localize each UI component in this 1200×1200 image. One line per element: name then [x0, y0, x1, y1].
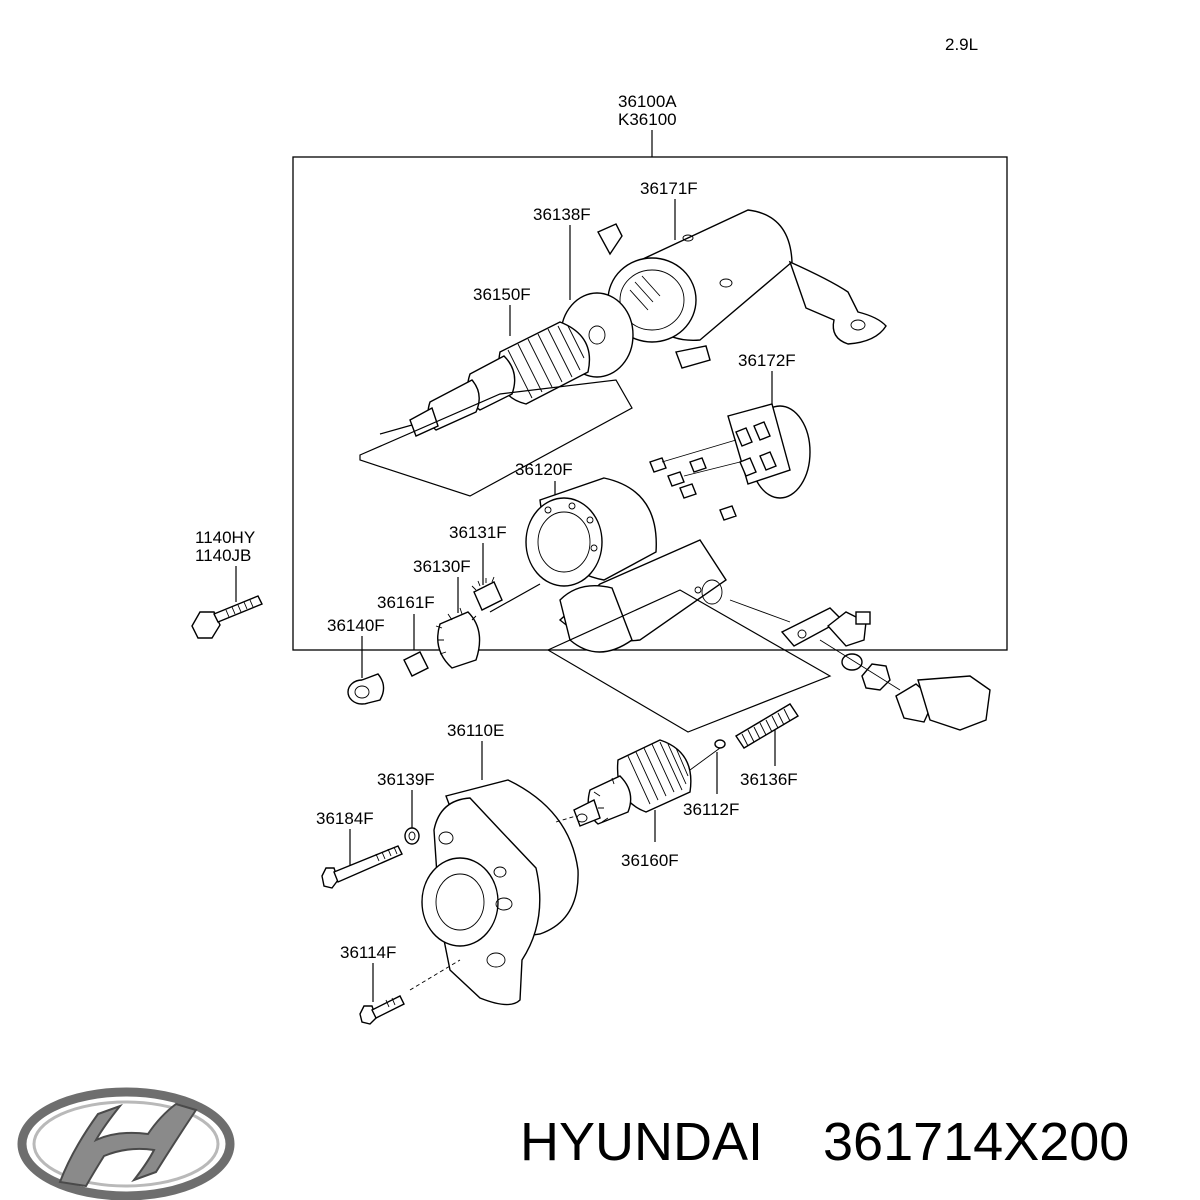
snap-ring-36112F: 36112F — [683, 739, 739, 819]
label-36161F: 36161F — [377, 593, 435, 612]
bolt-number-1: 1140HY — [195, 528, 255, 547]
spring-36136F: 36136F — [735, 703, 799, 789]
front-bracket-36110E: 36110E — [421, 721, 579, 1006]
side-bolt: 1140HY 1140JB — [191, 528, 263, 639]
engine-label: 2.9L — [945, 35, 978, 54]
label-36172F: 36172F — [738, 351, 796, 370]
bolt-number-2: 1140JB — [195, 546, 251, 565]
bolt-36114F: 36114F — [340, 943, 461, 1025]
solenoid-36120F: 36120F — [515, 460, 832, 733]
assembly-frame — [292, 156, 1008, 651]
label-36120F: 36120F — [515, 460, 573, 479]
label-36171F: 36171F — [640, 179, 698, 198]
armature-36150F: 36150F — [359, 285, 633, 497]
yoke-housing: 36171F — [597, 179, 887, 369]
label-36138F: 36138F — [533, 205, 591, 224]
label-36110E: 36110E — [447, 721, 504, 740]
assembly-number-1: 36100A — [618, 92, 677, 111]
hyundai-logo — [17, 1087, 235, 1200]
brush-holder-36172F: 36172F — [649, 351, 811, 521]
caption-part-number: 361714X200 — [823, 1112, 1129, 1172]
label-36131F: 36131F — [449, 523, 507, 542]
washer-36139F: 36139F — [377, 770, 435, 845]
label-36184F: 36184F — [316, 809, 374, 828]
through-bolt-36184F: 36184F — [316, 809, 403, 889]
label-36160F: 36160F — [621, 851, 679, 870]
label-36114F: 36114F — [340, 943, 396, 962]
label-36140F: 36140F — [327, 616, 385, 635]
clutch-36160F: 36160F — [555, 739, 721, 870]
label-36139F: 36139F — [377, 770, 435, 789]
gear-set: 36131F 36130F 36161F 36140F — [327, 523, 541, 705]
label-36136F: 36136F — [740, 770, 798, 789]
label-36112F: 36112F — [683, 800, 739, 819]
terminal-hardware — [729, 599, 991, 731]
assembly-number-2: K36100 — [618, 110, 677, 129]
label-36130F: 36130F — [413, 557, 471, 576]
caption-brand: HYUNDAI — [520, 1112, 763, 1172]
label-36150F: 36150F — [473, 285, 531, 304]
